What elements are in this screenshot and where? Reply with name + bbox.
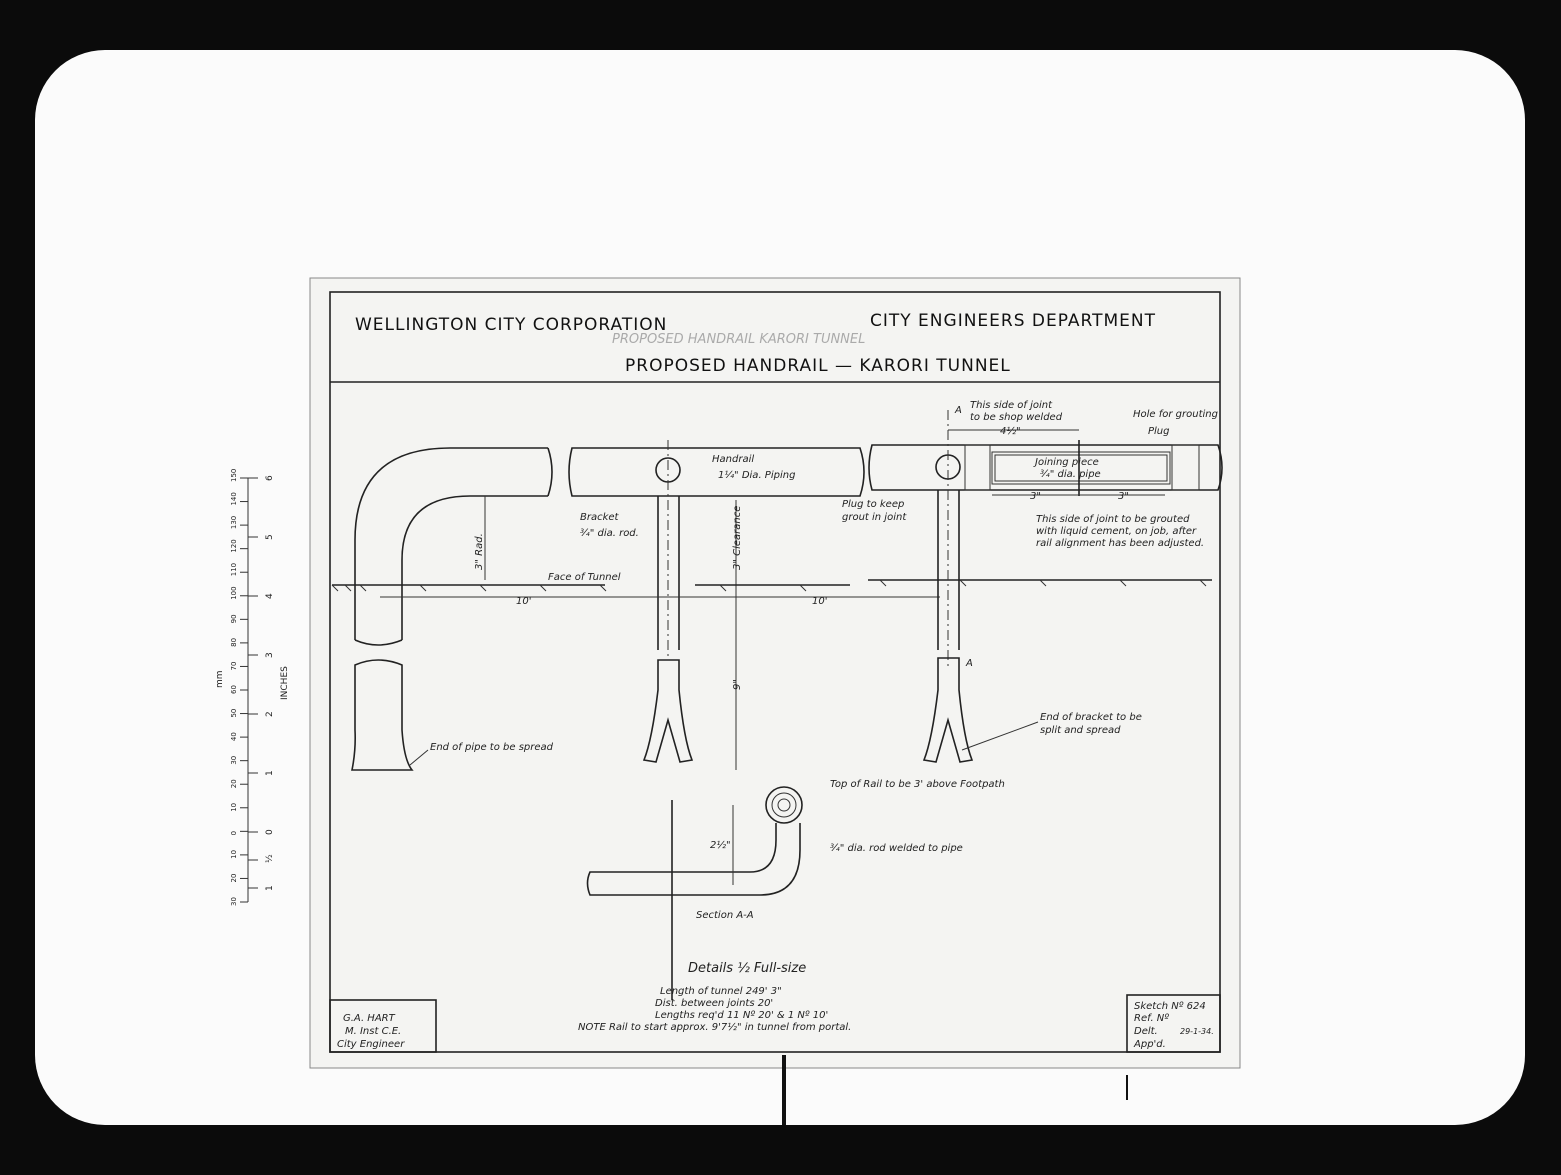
sketch-number: Sketch Nº 624 [1134,1001,1206,1012]
org-name: WELLINGTON CITY CORPORATION [355,315,667,335]
mm-tick-label: 150 [230,469,238,482]
plug-keep-label-1: Plug to keep [842,499,904,510]
inch-tick-label: 5 [265,534,275,540]
bracket-spread-label-1: End of bracket to be [1040,712,1142,723]
mm-tick-label: 40 [230,732,238,741]
section-mark-a-bottom: A [965,658,973,669]
department-name: CITY ENGINEERS DEPARTMENT [870,311,1156,331]
mm-tick-label: 80 [230,638,238,647]
shop-weld-label-1: This side of joint [970,400,1053,411]
grouted-label-1: This side of joint to be grouted [1036,514,1190,525]
handrail-pipe-section [568,440,865,763]
rod-welded-label: ¾" dia. rod welded to pipe [830,843,963,854]
radius-label: 3" Rad. [474,533,485,570]
bracket-spread-label-2: split and spread [1040,725,1121,736]
handrail-label: Handrail [712,454,754,465]
engineer-block [329,999,437,1053]
grouting-hole-label: Hole for grouting [1133,409,1218,420]
scale-bar: 1501401301201101009080706050403020100102… [230,469,275,906]
inch-tick-label: 3 [265,652,275,658]
mm-tick-label: 70 [230,662,238,671]
tunnel-face-label: Face of Tunnel [548,572,621,583]
mm-tick-label: 10 [230,803,238,812]
inch-tick-label: 1 [265,885,275,891]
delt-label: Delt. [1134,1026,1158,1037]
note-lengths-required: Lengths req'd 11 Nº 20' & 1 Nº 10' [655,1010,828,1021]
drawing-sheet [309,277,1241,1069]
ref-number: Ref. Nº [1134,1013,1169,1024]
mm-tick-label: 100 [230,586,238,599]
dim-2half-label: 2½" [710,839,731,851]
note-rail-start: NOTE Rail to start approx. 9'7½" in tunn… [578,1021,851,1033]
inches-label: INCHES [280,666,290,700]
dim-10b-label: 10' [812,596,827,607]
inch-tick-label: ½ [265,854,275,863]
mm-tick-label: 130 [230,516,238,529]
appd-label: App'd. [1133,1039,1166,1050]
grouted-label-3: rail alignment has been adjusted. [1036,538,1204,549]
pipe-spread-label: End of pipe to be spread [430,742,554,753]
plug-label: Plug [1148,426,1170,437]
inch-tick-label: 2 [265,711,275,717]
engineer-title: City Engineer [337,1039,405,1050]
bracket-rod-label: ¾" dia. rod. [580,528,639,539]
mm-tick-label: 120 [230,539,238,552]
plug-keep-label-2: grout in joint [842,512,907,523]
dim-9-label: 9" [732,679,743,690]
inch-tick-label: 4 [265,593,275,599]
note-tunnel-length: Length of tunnel 249' 3" [660,986,782,997]
mm-tick-label: 30 [230,756,238,765]
grouted-label-2: with liquid cement, on job, after [1036,526,1197,537]
inch-tick-label: 6 [265,475,275,481]
bracket-label: Bracket [580,512,620,523]
faint-title: PROPOSED HANDRAIL KARORI TUNNEL [612,332,865,347]
dim-4half-label: 4½" [1000,425,1021,437]
piping-label: 1¼" Dia. Piping [718,469,795,481]
engineer-qualification: M. Inst C.E. [345,1026,401,1037]
section-aa-label: Section A-A [696,910,754,921]
mm-label: mm [215,670,225,688]
mm-tick-label: 20 [230,874,238,883]
mm-tick-label: 90 [230,614,238,623]
handrail-joint-section [868,410,1223,763]
shop-weld-label-2: to be shop welded [970,412,1063,423]
section-a-a-detail [586,786,803,1000]
dim-10a-label: 10' [516,596,531,607]
mm-tick-label: 60 [230,685,238,694]
dim-3a-label: 3" [1030,491,1041,502]
mm-tick-label: 10 [230,850,238,859]
note-joint-distance: Dist. between joints 20' [655,998,773,1009]
elbow-pipe [351,447,553,771]
joining-piece-label-2: ¾" dia. pipe [1040,469,1101,480]
clearance-label: 3" Clearance [732,506,743,570]
joining-piece-label-1: Joining piece [1033,457,1099,468]
mm-tick-label: 30 [230,897,238,906]
mm-tick-label: 110 [230,563,238,576]
drawing-title: PROPOSED HANDRAIL — KARORI TUNNEL [625,356,1011,376]
sketch-block [1126,994,1221,1053]
section-mark-a-top: A [954,405,962,416]
mm-tick-label: 20 [230,779,238,788]
mm-tick-label: 140 [230,492,238,505]
engineer-name: G.A. HART [343,1013,396,1024]
inch-tick-label: 0 [265,829,275,835]
mm-tick-label: 50 [230,709,238,718]
details-scale-label: Details ½ Full-size [688,961,806,976]
drawing-frame [329,291,1221,1053]
mm-tick-label: 0 [230,831,238,835]
inch-tick-label: 1 [265,770,275,776]
dim-3b-label: 3" [1118,491,1129,502]
sketch-date: 29-1-34. [1180,1027,1214,1036]
top-rail-label: Top of Rail to be 3' above Footpath [830,779,1005,790]
